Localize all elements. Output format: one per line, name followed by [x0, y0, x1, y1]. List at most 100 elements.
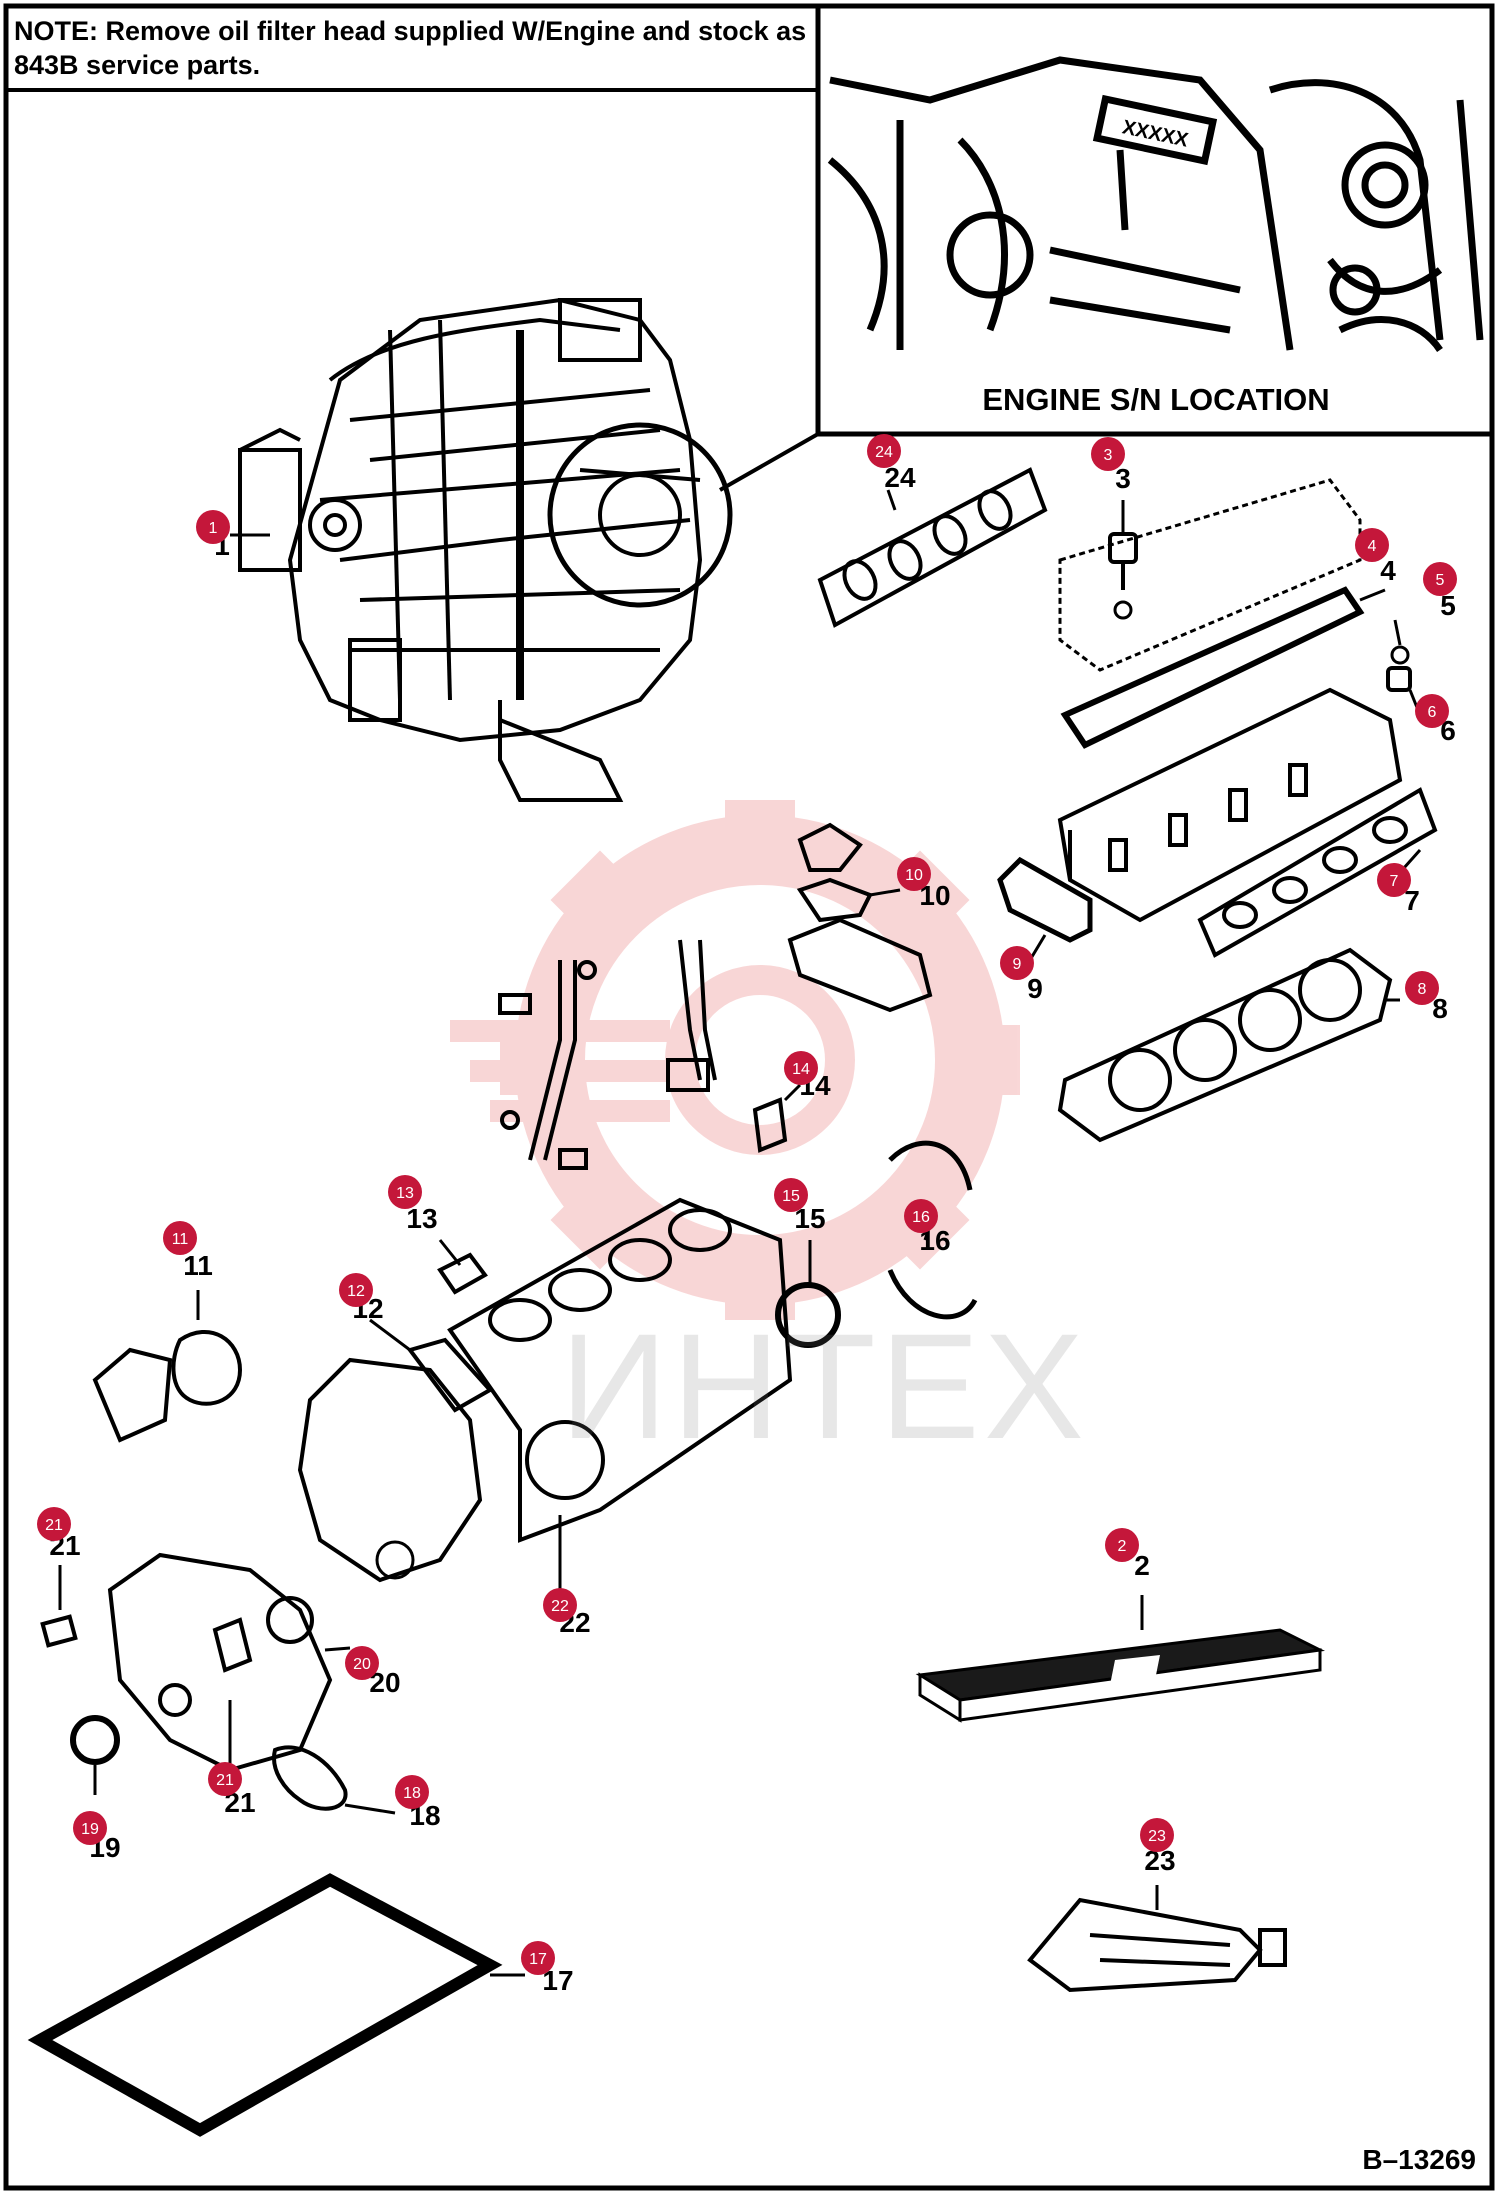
gasket-18-drawing — [272, 1745, 348, 1811]
head-gasket-drawing — [1057, 947, 1393, 1143]
svg-text:11: 11 — [172, 1231, 189, 1248]
fuel-line-drawing — [498, 939, 717, 1170]
gasket-13-drawing — [437, 1252, 488, 1295]
svg-text:10: 10 — [905, 867, 923, 884]
callout-marker-1[interactable]: 1 — [196, 510, 230, 544]
callout-marker-19[interactable]: 19 — [73, 1811, 107, 1845]
svg-text:21: 21 — [45, 1517, 63, 1534]
svg-text:15: 15 — [782, 1188, 800, 1205]
callout-label-4: 4 — [1380, 555, 1396, 586]
gasket-12-drawing — [406, 1337, 494, 1413]
small-gasket-drawing — [752, 1097, 788, 1153]
callout-marker-24[interactable]: 24 — [867, 434, 901, 468]
thrust-bearing-drawing — [887, 1140, 978, 1320]
oil-pan-gasket-drawing — [27, 1873, 503, 2137]
note-text: NOTE: Remove oil filter head supplied W/… — [14, 14, 810, 82]
callout-marker-22[interactable]: 22 — [543, 1588, 577, 1622]
engine-serial-inset — [815, 3, 1495, 437]
callout-marker-7[interactable]: 7 — [1377, 863, 1411, 897]
rear-oil-seal-drawing — [775, 1282, 841, 1348]
svg-text:19: 19 — [81, 1821, 99, 1838]
engine-serial-caption: ENGINE S/N LOCATION — [982, 382, 1330, 417]
svg-text:13: 13 — [396, 1185, 414, 1202]
sealant-tube-drawing — [1027, 1897, 1287, 1993]
valve-cover-gasket-drawing — [1060, 586, 1365, 749]
callout-marker-12[interactable]: 12 — [339, 1273, 373, 1307]
svg-text:6: 6 — [1428, 704, 1437, 721]
gasket-kit-box-drawing — [915, 1628, 1325, 1723]
callout-marker-18[interactable]: 18 — [395, 1775, 429, 1809]
callout-marker-11[interactable]: 11 — [163, 1221, 197, 1255]
callout-label-13: 13 — [406, 1203, 437, 1234]
detail-leader — [719, 432, 819, 492]
note-body: Remove oil filter head supplied W/Engine… — [14, 16, 807, 80]
callout-marker-9[interactable]: 9 — [1000, 946, 1034, 980]
svg-text:23: 23 — [1148, 1828, 1166, 1845]
serial-location-drawing — [827, 56, 1484, 353]
engine-assembly-drawing — [238, 297, 733, 802]
intake-manifold-gasket-drawing — [817, 467, 1048, 628]
callout-label-8: 8 — [1432, 993, 1448, 1024]
callout-label-9: 9 — [1027, 973, 1043, 1004]
callout-label-7: 7 — [1404, 885, 1420, 916]
svg-text:14: 14 — [792, 1061, 810, 1078]
svg-text:18: 18 — [403, 1785, 421, 1802]
callout-marker-5[interactable]: 5 — [1423, 562, 1457, 596]
svg-text:22: 22 — [551, 1598, 569, 1615]
callout-label-3: 3 — [1115, 463, 1131, 494]
cylinder-block-drawing — [447, 1197, 793, 1543]
svg-text:24: 24 — [875, 444, 893, 461]
front-cover-drawing — [40, 1552, 333, 1773]
callout-marker-6[interactable]: 6 — [1415, 694, 1449, 728]
cover-hole — [1113, 600, 1133, 620]
thermostat-gasket-drawing — [997, 856, 1093, 943]
callout-marker-4[interactable]: 4 — [1355, 528, 1389, 562]
svg-text:4: 4 — [1368, 538, 1377, 555]
timing-gear-case-drawing — [297, 1357, 483, 1583]
callout-marker-16[interactable]: 16 — [904, 1199, 938, 1233]
drawing-number: B–13269 — [1362, 2144, 1476, 2175]
svg-text:9: 9 — [1013, 956, 1022, 973]
callout-marker-21b[interactable]: 21 — [208, 1762, 242, 1796]
leader-lines — [58, 489, 1422, 1977]
exhaust-manifold-gasket-drawing — [1197, 787, 1438, 958]
callout-markers: 1 2 3 4 5 6 7 8 9 10 11 12 13 14 15 16 1… — [37, 434, 1457, 1975]
note-label: NOTE: — [14, 16, 98, 46]
seal-ring-drawing — [1390, 645, 1410, 665]
svg-text:7: 7 — [1390, 873, 1399, 890]
watermark-text: ИНТЕХ — [560, 1302, 1088, 1470]
svg-text:1: 1 — [209, 520, 218, 537]
callout-marker-21a[interactable]: 21 — [37, 1507, 71, 1541]
front-oil-seal-drawing — [70, 1715, 120, 1765]
callout-label-2: 2 — [1134, 1550, 1150, 1581]
seal-cap-drawing — [1386, 666, 1412, 692]
callout-label-11: 11 — [183, 1250, 213, 1281]
svg-text:8: 8 — [1418, 981, 1427, 998]
callout-marker-13[interactable]: 13 — [388, 1175, 422, 1209]
water-pump-gasket-drawing — [92, 1329, 243, 1443]
svg-text:20: 20 — [353, 1656, 371, 1673]
svg-text:2: 2 — [1118, 1538, 1127, 1555]
svg-text:12: 12 — [347, 1283, 365, 1300]
callout-label-24: 24 — [884, 462, 916, 493]
svg-text:17: 17 — [529, 1951, 547, 1968]
cylinder-head-drawing — [1057, 687, 1403, 923]
callout-marker-2[interactable]: 2 — [1105, 1528, 1139, 1562]
svg-text:3: 3 — [1104, 447, 1113, 464]
callout-marker-3[interactable]: 3 — [1091, 437, 1125, 471]
callout-marker-8[interactable]: 8 — [1405, 971, 1439, 1005]
case-hole — [375, 1540, 415, 1580]
svg-text:16: 16 — [912, 1209, 930, 1226]
callout-marker-20[interactable]: 20 — [345, 1646, 379, 1680]
callout-label-5: 5 — [1440, 590, 1456, 621]
callout-marker-14[interactable]: 14 — [784, 1051, 818, 1085]
callout-marker-10[interactable]: 10 — [897, 857, 931, 891]
callout-marker-17[interactable]: 17 — [521, 1941, 555, 1975]
callout-marker-23[interactable]: 23 — [1140, 1818, 1174, 1852]
svg-text:21: 21 — [216, 1772, 234, 1789]
svg-text:5: 5 — [1436, 572, 1445, 589]
callout-marker-15[interactable]: 15 — [774, 1178, 808, 1212]
valve-cover-outline — [1058, 478, 1362, 672]
